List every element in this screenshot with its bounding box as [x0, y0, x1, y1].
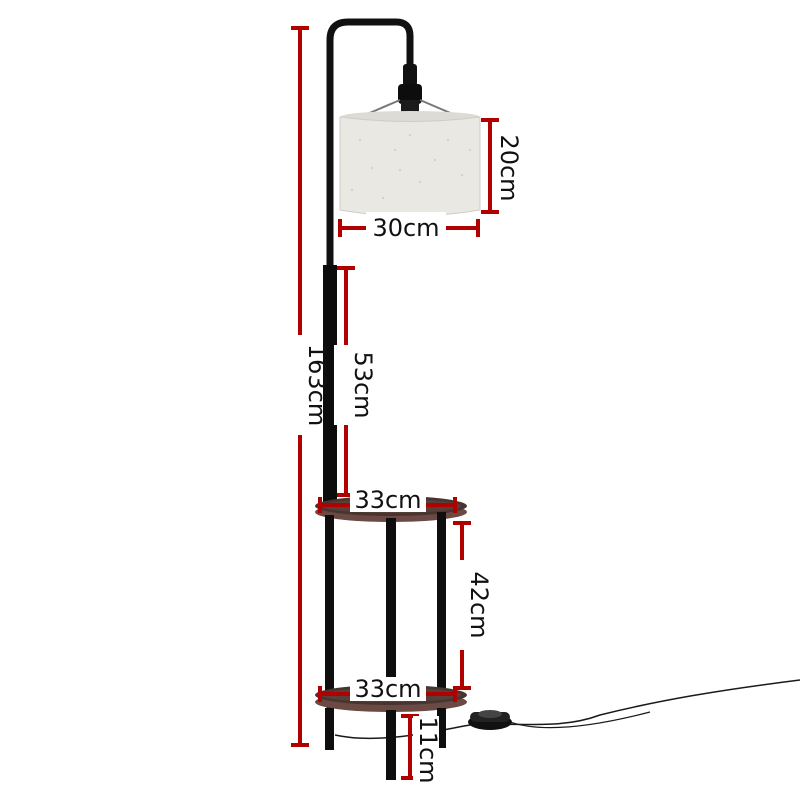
dim-total-height: 163cm — [287, 26, 331, 747]
lamp-pole — [323, 18, 414, 739]
leg-height-label: 11cm — [414, 716, 442, 783]
shade-width-label: 30cm — [372, 214, 439, 242]
bottom-table-width-label: 33cm — [354, 675, 421, 703]
feet-legs — [325, 708, 446, 780]
dim-bottom-table-width: 33cm — [318, 675, 457, 703]
dim-shade-height: 20cm — [481, 118, 524, 214]
lamp-shade — [339, 111, 481, 217]
socket-holder — [364, 64, 456, 116]
foot-switch — [468, 710, 512, 730]
shade-height-label: 20cm — [495, 134, 523, 201]
power-cord-front — [504, 711, 651, 729]
top-table-width-label: 33cm — [354, 486, 421, 514]
dim-leg-height: 11cm — [401, 714, 442, 784]
dim-table-gap: 42cm — [450, 521, 493, 690]
total-height-label: 163cm — [303, 344, 331, 426]
dim-top-table-width: 33cm — [318, 486, 457, 514]
table-legs — [325, 512, 446, 702]
pole-above-table-label: 53cm — [349, 351, 377, 418]
dim-shade-width: 30cm — [338, 212, 480, 242]
table-gap-label: 42cm — [465, 571, 493, 638]
dim-pole-above-table: 53cm — [334, 266, 377, 497]
